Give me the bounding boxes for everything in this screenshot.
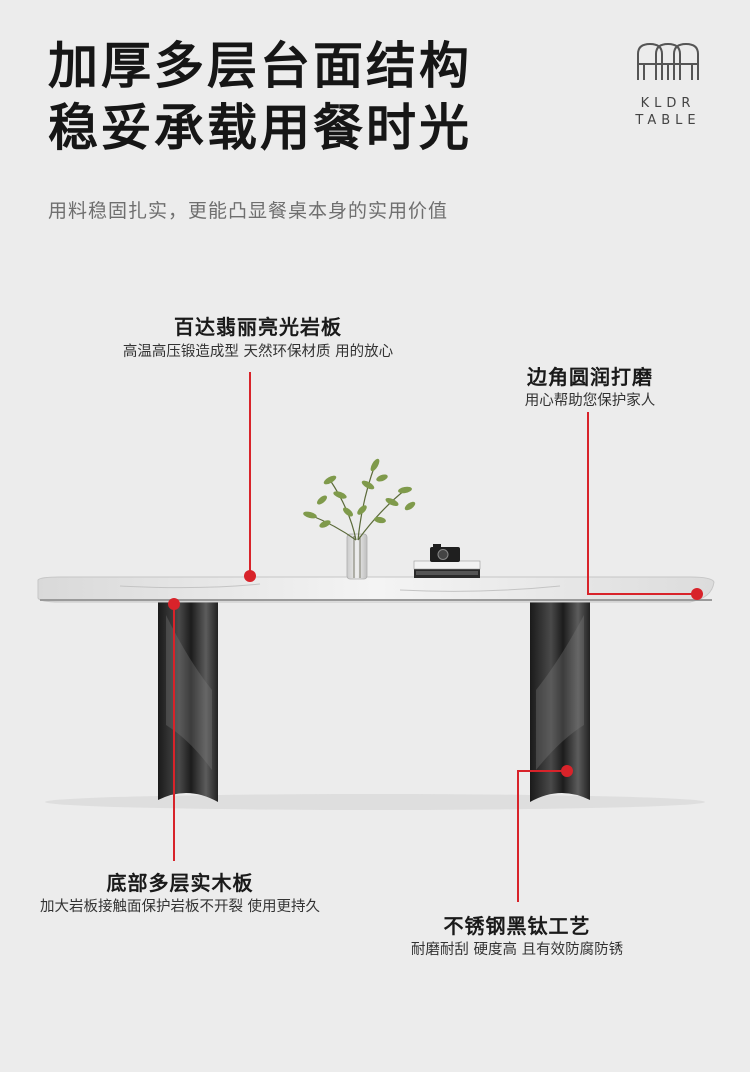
base-desc: 加大岩板接触面保护岩板不开裂 使用更持久 xyxy=(39,899,321,915)
base-pointer-line xyxy=(173,604,175,861)
steel-pointer-dot xyxy=(561,765,573,777)
brand-logo: KLDR TABLE xyxy=(628,40,708,130)
left-leg xyxy=(158,598,218,802)
edge-desc: 用心帮助您保护家人 xyxy=(524,393,656,409)
steel-pointer-line-vertical xyxy=(517,770,519,902)
camera-icon xyxy=(430,544,460,562)
floor-shadow xyxy=(45,794,705,810)
slab-desc: 高温高压锻造成型 天然环保材质 用的放心 xyxy=(122,344,394,360)
steel-desc: 耐磨耐刮 硬度高 且有效防腐防锈 xyxy=(410,942,624,958)
slab-pointer-dot xyxy=(244,570,256,582)
headline-line-1: 加厚多层台面结构 xyxy=(48,37,472,95)
table-top xyxy=(37,576,715,603)
edge-pointer-line-horizontal xyxy=(587,593,697,595)
chairs-logo-icon xyxy=(637,42,699,80)
plant-leaves xyxy=(303,458,416,528)
brand-line-1: KLDR xyxy=(640,96,696,111)
subtitle: 用料稳固扎实，更能凸显餐桌本身的实用价值 xyxy=(48,200,449,222)
right-leg xyxy=(530,598,590,802)
headline-line-2: 稳妥承载用餐时光 xyxy=(48,99,472,157)
edge-pointer-dot xyxy=(691,588,703,600)
slab-pointer-line xyxy=(249,372,251,575)
edge-pointer-line-vertical xyxy=(587,412,589,594)
table-illustration xyxy=(37,458,715,810)
steel-pointer-line-horizontal xyxy=(517,770,567,772)
slab-title: 百达翡丽亮光岩板 xyxy=(174,315,342,339)
vase xyxy=(346,533,368,580)
brand-line-2: TABLE xyxy=(635,113,701,128)
steel-title: 不锈钢黑钛工艺 xyxy=(443,914,591,938)
books xyxy=(413,560,481,578)
edge-title: 边角圆润打磨 xyxy=(527,365,653,389)
base-title: 底部多层实木板 xyxy=(106,871,254,895)
